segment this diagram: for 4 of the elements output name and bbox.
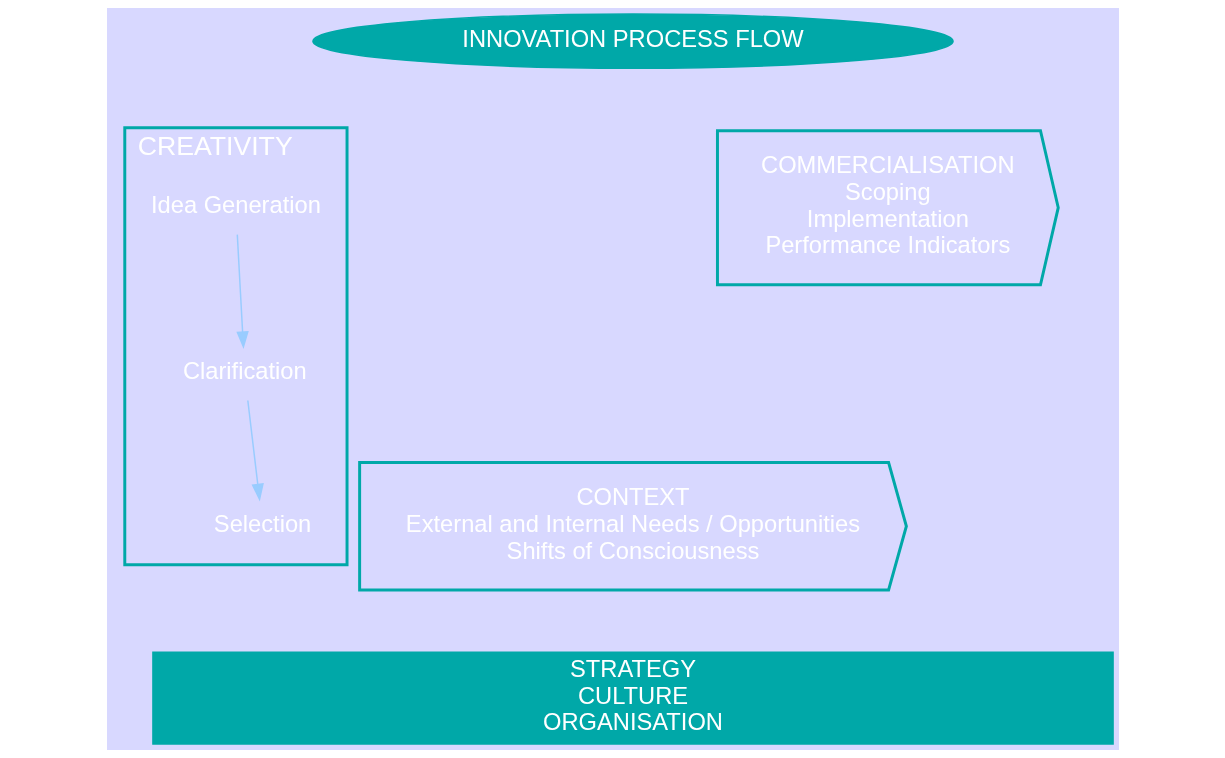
arrow bbox=[246, 399, 264, 502]
node-ellipse: INNOVATION PROCESS FLOW bbox=[311, 13, 954, 69]
arrow bbox=[235, 233, 249, 350]
node-box: STRATEGY CULTURE ORGANISATION bbox=[151, 651, 1114, 745]
